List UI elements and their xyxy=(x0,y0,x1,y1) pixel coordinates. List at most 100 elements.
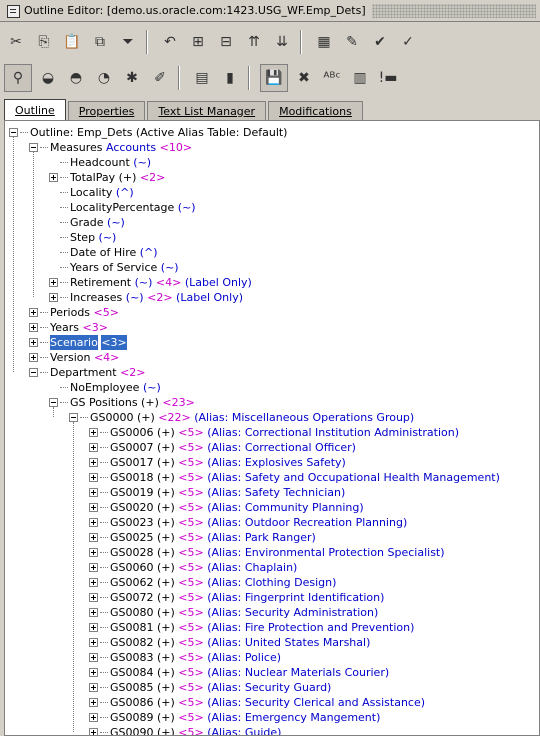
tree-node[interactable]: GS0023 (+) <5> (Alias: Outdoor Recreatio… xyxy=(89,515,407,530)
tree-node[interactable]: GS0085 (+) <5> (Alias: Security Guard) xyxy=(89,680,331,695)
tree-node[interactable]: Increases (~) <2> (Label Only) xyxy=(49,290,243,305)
tree-node[interactable]: GS0086 (+) <5> (Alias: Security Clerical… xyxy=(89,695,425,710)
tag-button[interactable]: ✐ xyxy=(148,66,172,90)
tree-node[interactable]: GS0082 (+) <5> (Alias: United States Mar… xyxy=(89,635,370,650)
tree-node[interactable]: GS0018 (+) <5> (Alias: Safety and Occupa… xyxy=(89,470,500,485)
expand-icon[interactable] xyxy=(89,593,98,602)
save-outline-button[interactable]: 💾 xyxy=(260,64,288,92)
attribute-button[interactable]: ✱ xyxy=(120,66,144,90)
expand-icon[interactable] xyxy=(89,623,98,632)
member-sheet-button[interactable]: ▥ xyxy=(348,66,372,90)
undo-button[interactable]: ↶ xyxy=(158,30,182,54)
alert-button[interactable]: !▬ xyxy=(376,66,400,90)
tree-node[interactable]: Retirement (~) <4> (Label Only) xyxy=(49,275,252,290)
expand-icon[interactable] xyxy=(89,428,98,437)
tree-node[interactable]: GS0006 (+) <5> (Alias: Correctional Inst… xyxy=(89,425,459,440)
expand-icon[interactable] xyxy=(89,503,98,512)
expand-icon[interactable] xyxy=(89,563,98,572)
tree-node[interactable]: Grade (~) xyxy=(49,215,125,230)
collapse-icon[interactable] xyxy=(29,143,38,152)
tab-text-list-manager[interactable]: Text List Manager xyxy=(147,101,267,120)
expand-icon[interactable] xyxy=(89,608,98,617)
tree-node[interactable]: GS0060 (+) <5> (Alias: Chaplain) xyxy=(89,560,297,575)
sort-ascending-button[interactable]: ⇈ xyxy=(242,30,266,54)
expand-icon[interactable] xyxy=(49,293,58,302)
check-button[interactable]: ✔ xyxy=(368,30,392,54)
expand-icon[interactable] xyxy=(89,458,98,467)
formula-button[interactable]: ◓ xyxy=(64,66,88,90)
tree-node[interactable]: GS0084 (+) <5> (Alias: Nuclear Materials… xyxy=(89,665,389,680)
expand-icon[interactable] xyxy=(89,548,98,557)
tree-node[interactable]: NoEmployee (~) xyxy=(49,380,161,395)
expand-icon[interactable] xyxy=(89,488,98,497)
member-property-button[interactable]: ◒ xyxy=(36,66,60,90)
paste-button[interactable]: 📋 xyxy=(60,30,84,54)
tree-node[interactable]: GS0007 (+) <5> (Alias: Correctional Offi… xyxy=(89,440,356,455)
collapse-icon[interactable] xyxy=(49,398,58,407)
expand-icon[interactable] xyxy=(89,533,98,542)
verify-button[interactable]: ✓ xyxy=(396,30,420,54)
tree-node[interactable]: GS0019 (+) <5> (Alias: Safety Technician… xyxy=(89,485,345,500)
tree-node[interactable]: TotalPay (+) <2> xyxy=(49,170,165,185)
window-title-bar[interactable]: Outline Editor: [demo.us.oracle.com:1423… xyxy=(0,0,540,22)
collapse-icon[interactable] xyxy=(9,128,18,137)
sort-descending-button[interactable]: ⇊ xyxy=(270,30,294,54)
edit-button[interactable]: ✎ xyxy=(340,30,364,54)
tree-node[interactable]: Locality (^) xyxy=(49,185,134,200)
tree-node[interactable]: GS0017 (+) <5> (Alias: Explosives Safety… xyxy=(89,455,346,470)
outline-tree[interactable]: Outline: Emp_Dets (Active Alias Table: D… xyxy=(4,120,540,736)
copy-button[interactable]: ⎘ xyxy=(32,30,56,54)
tree-node[interactable]: Date of Hire (^) xyxy=(49,245,158,260)
expand-icon[interactable] xyxy=(89,728,98,735)
expand-icon[interactable] xyxy=(89,518,98,527)
alias-button[interactable]: ◔ xyxy=(92,66,116,90)
delete-button[interactable]: ✖ xyxy=(292,66,316,90)
scissors-button[interactable]: ✂ xyxy=(4,30,28,54)
collapse-icon[interactable] xyxy=(29,368,38,377)
abc-button[interactable]: ᴬᴮᶜ xyxy=(320,66,344,90)
tree-node[interactable]: GS Positions (+) <23> xyxy=(49,395,195,410)
tree-node[interactable]: GS0081 (+) <5> (Alias: Fire Protection a… xyxy=(89,620,414,635)
tree-node[interactable]: GS0028 (+) <5> (Alias: Environmental Pro… xyxy=(89,545,445,560)
expand-icon[interactable] xyxy=(89,473,98,482)
tree-node[interactable]: GS0020 (+) <5> (Alias: Community Plannin… xyxy=(89,500,364,515)
expand-icon[interactable] xyxy=(29,338,38,347)
expand-icon[interactable] xyxy=(89,683,98,692)
tab-properties[interactable]: Properties xyxy=(67,101,146,120)
tree-node[interactable]: Scenario <3> xyxy=(29,335,127,350)
tree-node[interactable]: Measures Accounts <10> xyxy=(29,140,192,155)
tree-node[interactable]: GS0000 (+) <22> (Alias: Miscellaneous Op… xyxy=(69,410,414,425)
add-child-button[interactable]: ⊞ xyxy=(186,30,210,54)
tree-node[interactable]: Headcount (~) xyxy=(49,155,151,170)
expand-icon[interactable] xyxy=(89,713,98,722)
tree-node[interactable]: Version <4> xyxy=(29,350,119,365)
search-member-button[interactable]: ⚲ xyxy=(4,64,32,92)
dimension-disabled-button[interactable]: ▮ xyxy=(218,66,242,90)
tree-node[interactable]: GS0080 (+) <5> (Alias: Security Administ… xyxy=(89,605,378,620)
tree-node[interactable]: GS0062 (+) <5> (Alias: Clothing Design) xyxy=(89,575,336,590)
expand-icon[interactable] xyxy=(89,653,98,662)
add-sibling-button[interactable]: ⊟ xyxy=(214,30,238,54)
collapse-icon[interactable] xyxy=(69,413,78,422)
tree-node[interactable]: GS0025 (+) <5> (Alias: Park Ranger) xyxy=(89,530,316,545)
tab-modifications[interactable]: Modifications xyxy=(268,101,363,120)
dimension-button[interactable]: ▤ xyxy=(190,66,214,90)
tree-node[interactable]: GS0083 (+) <5> (Alias: Police) xyxy=(89,650,281,665)
expand-icon[interactable] xyxy=(29,353,38,362)
tree-node[interactable]: LocalityPercentage (~) xyxy=(49,200,196,215)
tree-node[interactable]: GS0090 (+) <5> (Alias: Guide) xyxy=(89,725,281,735)
tree-node[interactable]: Step (~) xyxy=(49,230,116,245)
tree-node[interactable]: Years <3> xyxy=(29,320,108,335)
expand-icon[interactable] xyxy=(89,443,98,452)
tree-node[interactable]: Years of Service (~) xyxy=(49,260,179,275)
tree-node[interactable]: GS0072 (+) <5> (Alias: Fingerprint Ident… xyxy=(89,590,384,605)
tree-node[interactable]: Department <2> xyxy=(29,365,146,380)
expand-icon[interactable] xyxy=(89,698,98,707)
tree-node[interactable]: Periods <5> xyxy=(29,305,119,320)
tree-root[interactable]: Outline: Emp_Dets (Active Alias Table: D… xyxy=(9,125,287,140)
funnel-button[interactable]: ⏷ xyxy=(116,30,140,54)
expand-icon[interactable] xyxy=(29,323,38,332)
expand-icon[interactable] xyxy=(29,308,38,317)
expand-icon[interactable] xyxy=(89,668,98,677)
tab-outline[interactable]: Outline xyxy=(4,99,66,120)
